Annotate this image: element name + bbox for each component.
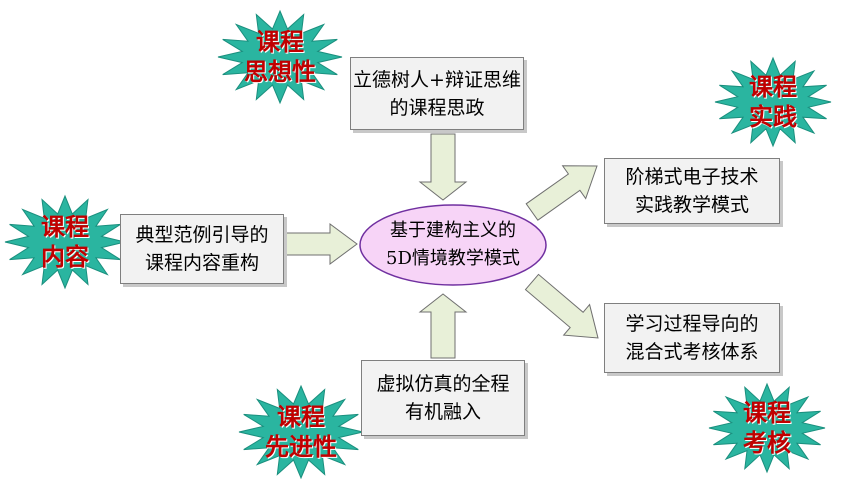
burst-practice [714, 56, 832, 148]
box-assessment-system: 学习过程导向的 混合式考核体系 [604, 303, 780, 373]
burst-advanced-label: 课程 先进性 [246, 396, 356, 468]
arrow-left-to-center [283, 223, 358, 265]
center-label: 基于建构主义的 5D情境教学模式 [358, 212, 548, 278]
burst-assessment-line-1: 课程 [743, 399, 791, 427]
box-practice-teaching-line-1: 阶梯式电子技术 [625, 166, 759, 188]
arrow-center-to-right-bottom [524, 273, 599, 339]
burst-ideology-line-2: 思想性 [244, 58, 316, 86]
burst-content [4, 194, 126, 290]
burst-content-line-1: 课程 [41, 213, 89, 241]
box-virtual-simulation-line-2: 有机融入 [404, 401, 481, 423]
box-virtual-simulation-line-1: 虚拟仿真的全程 [376, 373, 510, 395]
burst-assessment-line-2: 考核 [743, 429, 791, 457]
arrow-top-to-center [418, 133, 468, 201]
burst-practice-line-2: 实践 [749, 103, 797, 131]
box-virtual-simulation: 虚拟仿真的全程 有机融入 [361, 360, 525, 436]
box-ideology-politics: 立德树人+辩证思维 的课程思政 [350, 57, 524, 130]
box-content-reconstruction: 典型范例引导的 课程内容重构 [120, 214, 284, 284]
box-ideology-politics-line-2: 的课程思政 [389, 96, 485, 119]
arrow-center-to-right-top [525, 165, 598, 221]
burst-content-line-2: 内容 [41, 243, 89, 271]
box-practice-teaching: 阶梯式电子技术 实践教学模式 [604, 158, 780, 224]
burst-advanced-line-2: 先进性 [265, 433, 337, 461]
burst-assessment-label: 课程 考核 [717, 392, 817, 464]
box-content-reconstruction-line-2: 课程内容重构 [144, 252, 259, 274]
burst-ideology [217, 9, 343, 105]
burst-ideology-label: 课程 思想性 [225, 22, 335, 92]
burst-advanced-line-1: 课程 [277, 403, 325, 431]
burst-content-label: 课程 内容 [15, 206, 115, 278]
burst-practice-label: 课程 实践 [723, 66, 823, 138]
box-ideology-politics-line-1: 立德树人+辩证思维 [353, 68, 521, 91]
burst-advanced [238, 384, 364, 480]
box-practice-teaching-line-2: 实践教学模式 [634, 194, 749, 216]
center-line-1: 基于建构主义的 [390, 220, 516, 241]
box-assessment-system-line-1: 学习过程导向的 [625, 313, 759, 335]
burst-practice-line-1: 课程 [749, 73, 797, 101]
box-assessment-system-line-2: 混合式考核体系 [625, 341, 759, 363]
center-line-2: 5D情境教学模式 [386, 248, 520, 269]
burst-ideology-line-1: 课程 [256, 28, 304, 56]
arrow-bottom-to-center [418, 293, 468, 359]
box-content-reconstruction-line-1: 典型范例引导的 [135, 224, 269, 246]
center-ellipse [359, 204, 547, 286]
burst-assessment [708, 382, 826, 474]
